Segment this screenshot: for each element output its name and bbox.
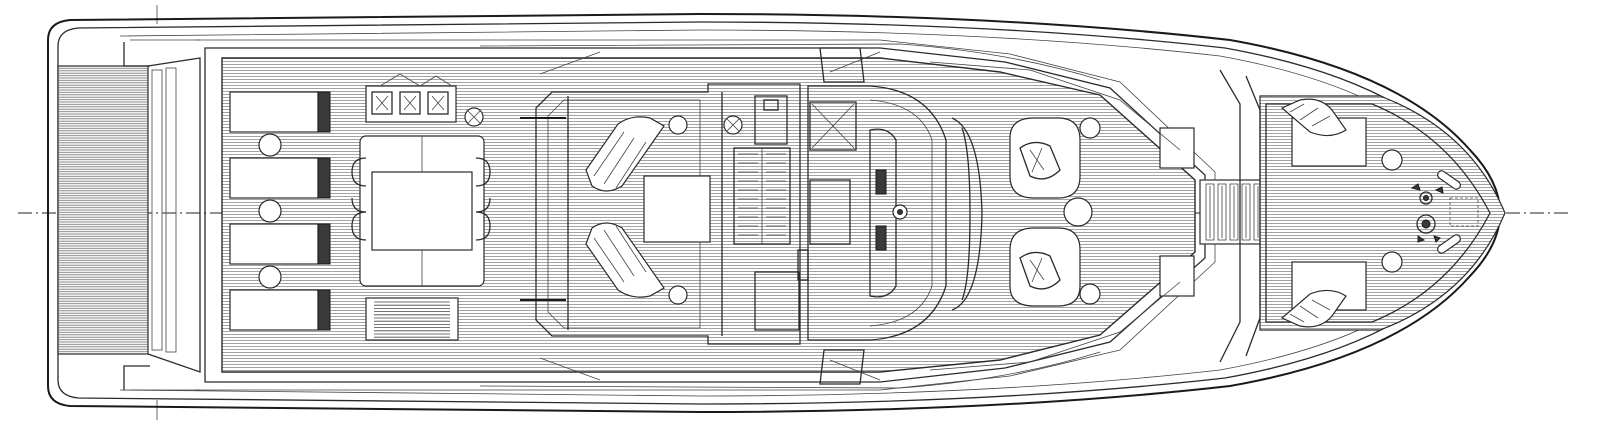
- coffee-table: [1063, 197, 1093, 227]
- vent-slat: [1241, 183, 1251, 241]
- vent-slat: [1217, 183, 1227, 241]
- bow-table-2: [1381, 251, 1403, 273]
- chair-6: [475, 211, 491, 241]
- bar-unit: [365, 73, 484, 127]
- armchair-port: [1009, 117, 1081, 199]
- sun-lounger-1: [229, 91, 331, 133]
- sun-lounger-2: [229, 157, 331, 199]
- bow-table-1: [1381, 149, 1403, 171]
- helm-display-1: [875, 169, 887, 195]
- helm-station: [807, 85, 983, 341]
- helm-display-2: [875, 225, 887, 251]
- side-table-3: [258, 265, 282, 289]
- side-table-1: [258, 133, 282, 157]
- side-table-fwd-2: [1079, 283, 1101, 305]
- stairs-aft: [365, 297, 459, 341]
- mooring-cleat-port: [1437, 170, 1461, 190]
- dining-set: [351, 135, 491, 287]
- internal-stairway: [733, 147, 791, 245]
- bow-deck: [1259, 95, 1506, 331]
- chair-3: [351, 211, 367, 241]
- mooring-cleat-starboard: [1437, 234, 1461, 254]
- galley-cabinet: [754, 95, 788, 145]
- chair-1: [351, 157, 367, 187]
- bow-sunpad-starboard: [1280, 261, 1367, 328]
- anchor-windlass: [1410, 183, 1444, 243]
- forward-seating: [1009, 117, 1101, 307]
- dashboard: [869, 128, 897, 298]
- sun-lounger-4: [229, 289, 331, 331]
- side-table-lounge-2: [668, 285, 688, 305]
- vent-slat: [1229, 183, 1239, 241]
- bow-sunpad-port: [1280, 98, 1367, 167]
- lounge-table: [643, 175, 711, 243]
- swim-platform: [57, 57, 201, 373]
- sun-lounger-3: [229, 223, 331, 265]
- sofa-port: [585, 116, 665, 192]
- side-table-fwd-1: [1079, 117, 1101, 139]
- helm-cabinet: [809, 101, 857, 151]
- armchair-starboard: [1009, 227, 1081, 307]
- upper-lounge: [520, 83, 809, 345]
- wet-bar: [754, 271, 800, 331]
- helm-seat: [809, 179, 851, 245]
- windscreen: [951, 117, 983, 311]
- sun-loungers: [229, 91, 331, 331]
- side-table-lounge-1: [668, 115, 688, 135]
- anchor-locker: [1449, 197, 1479, 227]
- sofa-starboard: [585, 222, 665, 298]
- chair-4: [475, 157, 491, 187]
- side-table-2: [258, 199, 282, 223]
- vent-slat: [1205, 183, 1215, 241]
- side-deck-details: [123, 39, 1261, 391]
